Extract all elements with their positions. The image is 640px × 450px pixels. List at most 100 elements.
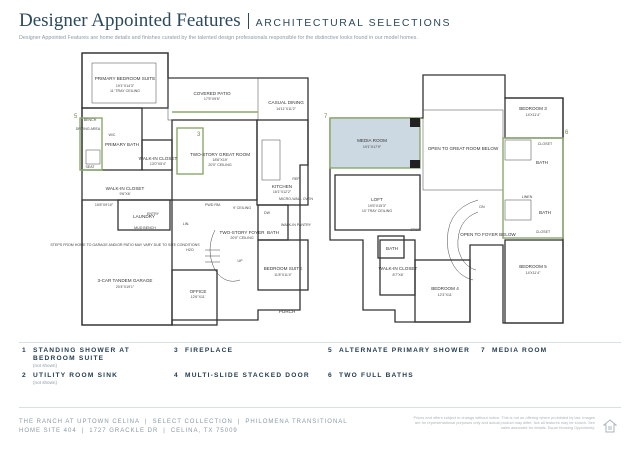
pantry-label: WALK-IN PANTRY [281, 223, 312, 227]
page-header: Designer Appointed Features ARCHITECTURA… [19, 10, 619, 50]
bath-label: BATH [267, 230, 279, 235]
bedroom-suite-dim: 11'8"X11'4" [274, 273, 293, 277]
spiral-stair-inner [457, 211, 479, 271]
legal-disclaimer: Prices and offers subject to change with… [413, 415, 595, 430]
closet1-label: WALK-IN CLOSET [139, 156, 178, 161]
primary-bath-walls [81, 107, 143, 171]
closet-b-label: CLOSET [536, 230, 551, 234]
legend-label: MULTI-SLIDE STACKED DOOR [185, 372, 310, 379]
legend-num: 1 [22, 347, 27, 354]
entry-label: ENTRY [147, 212, 160, 216]
plan-name: PHILOMENA TRANSITIONAL [245, 419, 348, 425]
drying-label: DRYING AREA [76, 127, 101, 131]
bedroom-suite-label: BEDROOM SUITE [264, 266, 303, 271]
title-divider [247, 13, 249, 29]
feature-legend: 1 STANDING SHOWER AT BEDROOM SUITE (not … [22, 347, 622, 393]
media-post-top [410, 118, 420, 127]
wc-label: W/C [109, 133, 116, 137]
linen-label: LIN. [183, 222, 190, 226]
legend-num: 5 [328, 347, 333, 354]
linen-2-label: LINEN [522, 195, 533, 199]
legend-note: (not shown) [33, 363, 58, 368]
primary-suite-tray [91, 62, 157, 104]
great-room-label: TWO-STORY GREAT ROOM [190, 152, 250, 157]
dw-label: DW [264, 211, 271, 215]
legend-label: FIREPLACE [185, 347, 234, 354]
loft-note: 10' TRAY CEILING [362, 209, 392, 213]
highlight-fireplace [176, 127, 204, 175]
open-great-label: OPEN TO GREAT ROOM BELOW [428, 146, 499, 151]
legend-item-3: 3 FIREPLACE [174, 347, 305, 355]
legend-item-2: 2 UTILITY ROOM SINK (not shown) [22, 372, 153, 386]
loft-dim: 19'5"X15'3" [368, 204, 387, 208]
ceiling-label: 9' CEILING [233, 206, 251, 210]
seat-label: SEAT [85, 165, 95, 169]
page-title: Designer Appointed Features [19, 10, 241, 31]
media-room-fill [329, 117, 421, 169]
footer-info: THE RANCH AT UPTOWN CELINA|SELECT COLLEC… [19, 418, 348, 436]
collection-name: SELECT COLLECTION [152, 419, 233, 425]
legend-label: MEDIA ROOM [492, 347, 548, 354]
closet1-dim: 13'0"X5'4" [150, 162, 167, 166]
community-name: THE RANCH AT UPTOWN CELINA [19, 419, 141, 425]
media-room-dim: 19'1"X17'9" [363, 145, 382, 149]
micro-label: MICRO-WALL OVEN [279, 197, 313, 201]
legend-note: (not shown) [33, 380, 58, 385]
legend-item-7: 7 MEDIA ROOM [481, 347, 612, 355]
foyer-label: TWO-STORY FOYER [220, 230, 266, 235]
legend-text: UTILITY ROOM SINK (not shown) [33, 372, 153, 386]
primary-suite-note: 11' TRAY CEILING [110, 89, 140, 93]
bedroom4-walls [414, 259, 471, 323]
legend-item-6: 6 TWO FULL BATHS [328, 372, 459, 380]
intro-text: Designer Appointed Features are home det… [19, 35, 418, 41]
footer-divider [19, 407, 621, 408]
loft-label: LOFT [371, 197, 383, 202]
bath-c-walls [377, 235, 405, 259]
bedroom3-dim: 14'X11'4" [526, 113, 541, 117]
garage-walls [81, 199, 173, 326]
highlight-baths [502, 137, 564, 239]
walk-in-closet-label: WALK-IN CLOSET [379, 266, 418, 271]
bath-a-label: BATH [536, 160, 548, 165]
garage-label: 3-CAR TANDEM GARAGE [98, 278, 153, 283]
office-walls [171, 269, 218, 326]
bedroom4-dim: 12'3"X11' [438, 293, 453, 297]
closet-a-label: CLOSET [538, 142, 553, 146]
laundry-label: LAUNDRY [133, 214, 155, 219]
bath-b-walls [504, 199, 532, 221]
dn-label: DN [479, 205, 485, 209]
floor-plans: 5 3 PRIMARY BEDROOM SUITE 19'1"X14'3" 11… [50, 52, 569, 326]
legend-item-1: 1 STANDING SHOWER AT BEDROOM SUITE (not … [22, 347, 153, 369]
closet2-label: WALK-IN CLOSET [106, 186, 145, 191]
title-row: Designer Appointed Features ARCHITECTURA… [19, 10, 619, 32]
legend-num: 3 [174, 347, 179, 354]
open-foyer-label: OPEN TO FOYER BELOW [460, 232, 516, 237]
street-address: 1727 GRACKLE DR [89, 428, 159, 434]
legend-item-5: 5 ALTERNATE PRIMARY SHOWER [328, 347, 479, 355]
second-floor-plan: 7 6 MEDIA ROOM 19'1"X17'9" OPEN TO GREAT… [324, 74, 569, 324]
footer-line-2: HOME SITE 404|1727 GRACKLE DR|CELINA, TX… [19, 428, 238, 434]
highlight-shower [79, 117, 103, 171]
spiral-stair-outer [447, 199, 479, 281]
marker-6: 6 [565, 130, 569, 136]
office-dim: 12'6"X11' [191, 295, 206, 299]
tub-fixture [85, 149, 101, 165]
legend-label: ALTERNATE PRIMARY SHOWER [339, 347, 471, 354]
marker-7: 7 [324, 114, 328, 120]
marker-5: 5 [74, 114, 78, 120]
garage-dim: 20'4"X19'1" [116, 285, 135, 289]
dining-label: CASUAL DINING [268, 100, 304, 105]
h2o-label: H2O [186, 248, 194, 252]
dining-dim: 14'11"X11'2" [276, 107, 297, 111]
bedroom5-label: BEDROOM 5 [519, 264, 547, 269]
footer-line-1: THE RANCH AT UPTOWN CELINA|SELECT COLLEC… [19, 419, 348, 425]
legend-text: STANDING SHOWER AT BEDROOM SUITE (not sh… [33, 347, 153, 369]
primary-suite-label: PRIMARY BEDROOM SUITE [95, 76, 156, 81]
legend-num: 6 [328, 372, 333, 379]
bedroom3-label: BEDROOM 3 [519, 106, 547, 111]
pwd-label: PWD RM. [205, 203, 221, 207]
marker-3: 3 [197, 132, 201, 138]
porch-label: PORCH [279, 309, 296, 314]
ref-label: REF [292, 177, 300, 181]
primary-suite-dim: 19'1"X14'3" [116, 84, 135, 88]
